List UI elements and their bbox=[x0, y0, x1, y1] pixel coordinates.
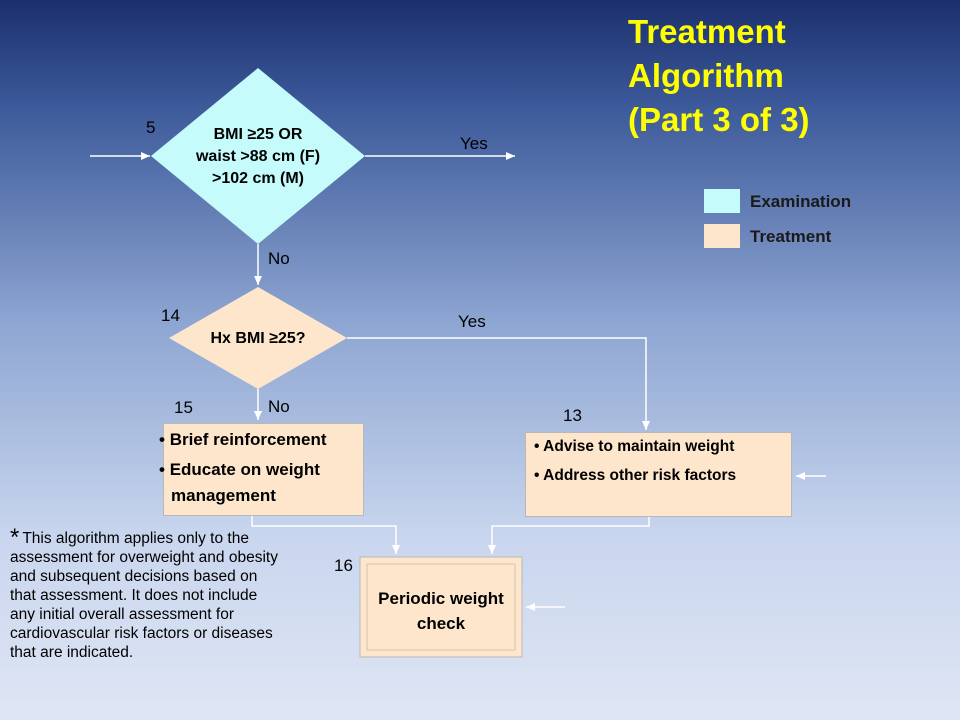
node-15-item-2-continued: management bbox=[171, 486, 276, 506]
title-line-1: Treatment bbox=[628, 13, 786, 50]
bullet-glyph: • bbox=[159, 460, 165, 479]
box-node-16-inner-border bbox=[366, 563, 516, 651]
bullet-glyph: • bbox=[159, 430, 165, 449]
node-15-item-1: • Brief reinforcement bbox=[159, 430, 327, 450]
node-15-item-1-text: Brief reinforcement bbox=[169, 430, 327, 449]
node-13-item-1-text: Advise to maintain weight bbox=[543, 438, 735, 455]
node-5-line-1: BMI ≥25 OR bbox=[213, 126, 303, 143]
footnote-asterisk: * bbox=[10, 524, 20, 551]
edge-label-yes-1: Yes bbox=[460, 134, 488, 153]
node-16-line-2: check bbox=[416, 614, 466, 633]
node-16-line-1: Periodic weight bbox=[378, 589, 504, 608]
edge-label-no-2: No bbox=[268, 397, 290, 416]
node-15-item-2-text-cont: management bbox=[171, 486, 276, 505]
bullet-glyph: • bbox=[534, 438, 540, 455]
box-node-13: • Advise to maintain weight • Address ot… bbox=[525, 432, 792, 517]
arrow-node-13-to-16 bbox=[488, 516, 650, 554]
decision-node-14 bbox=[169, 287, 347, 389]
node-5-text: BMI ≥25 OR waist >88 cm (F) >102 cm (M) bbox=[168, 124, 348, 190]
title-line-3: (Part 3 of 3) bbox=[628, 101, 810, 138]
box-node-15: • Brief reinforcement • Educate on weigh… bbox=[159, 423, 364, 516]
node-13-number: 13 bbox=[563, 406, 582, 425]
node-15-number: 15 bbox=[174, 398, 193, 417]
box-node-16 bbox=[359, 556, 523, 658]
arrow-node-15-to-16 bbox=[251, 516, 400, 554]
legend-label-treatment: Treatment bbox=[750, 227, 832, 246]
legend-swatch-examination bbox=[704, 189, 740, 213]
edge-label-yes-2: Yes bbox=[458, 312, 486, 331]
legend-label-examination: Examination bbox=[750, 192, 852, 211]
node-14-text: Hx BMI ≥25? bbox=[210, 330, 306, 347]
node-16-text: Periodic weight check bbox=[360, 586, 522, 636]
decision-node-5 bbox=[151, 68, 365, 244]
node-14-number: 14 bbox=[161, 306, 180, 325]
node-16-number: 16 bbox=[334, 556, 353, 575]
legend-swatch-treatment bbox=[704, 224, 740, 248]
bullet-glyph: • bbox=[534, 467, 540, 484]
node-5-line-3: >102 cm (M) bbox=[211, 170, 305, 187]
node-13-item-2: • Address other risk factors bbox=[534, 467, 736, 485]
node-5-line-2: waist >88 cm (F) bbox=[195, 148, 321, 165]
node-15-item-2-text: Educate on weight bbox=[169, 460, 320, 479]
edge-label-no-1: No bbox=[268, 249, 290, 268]
arrow-node-14-yes bbox=[347, 337, 650, 430]
node-13-item-2-text: Address other risk factors bbox=[543, 467, 737, 484]
node-15-item-2: • Educate on weight bbox=[159, 460, 320, 480]
node-13-item-1: • Advise to maintain weight bbox=[534, 438, 734, 456]
title-line-2: Algorithm bbox=[628, 57, 784, 94]
page-title: Treatment Algorithm (Part 3 of 3) bbox=[628, 10, 948, 142]
footnote: *This algorithm applies only to the asse… bbox=[10, 526, 280, 662]
footnote-text: This algorithm applies only to the asses… bbox=[10, 530, 278, 661]
node-5-number: 5 bbox=[146, 118, 156, 137]
